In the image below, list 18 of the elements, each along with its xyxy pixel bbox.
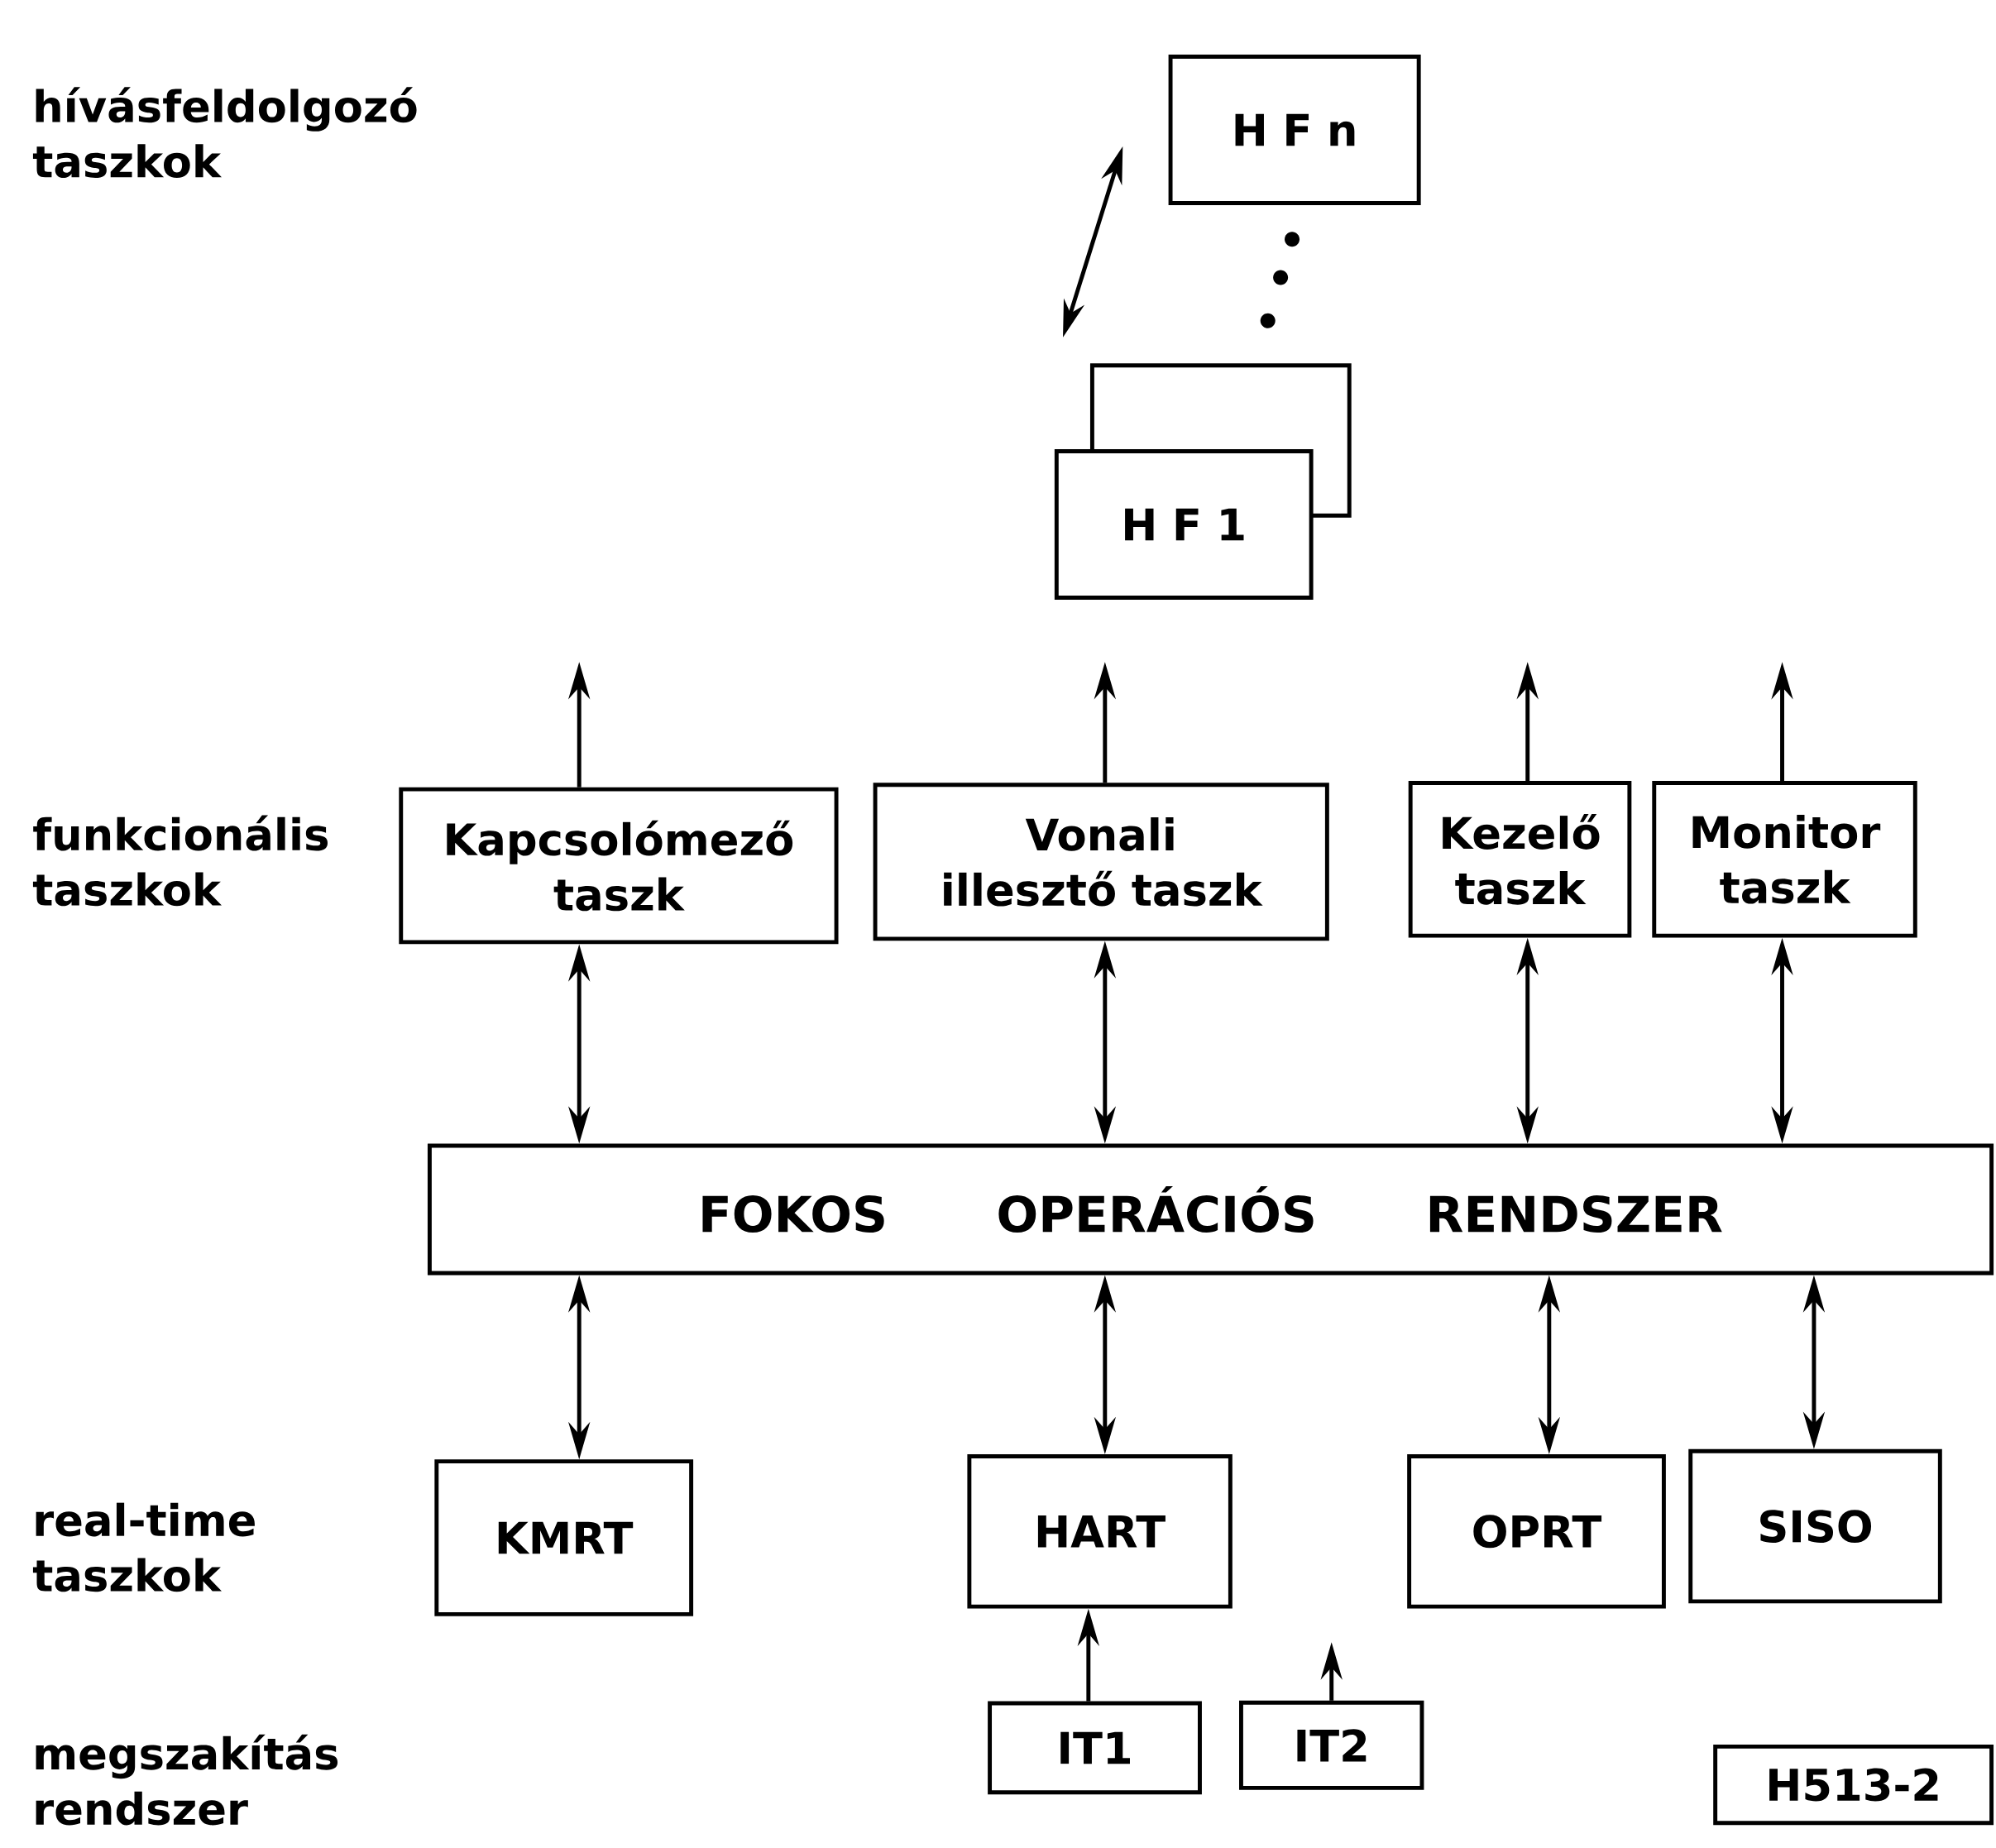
task-box: Vonali illesztő taszk bbox=[873, 783, 1329, 941]
task-box: KMRT bbox=[434, 1458, 694, 1616]
level-label: real-time taszkok bbox=[32, 1502, 255, 1592]
task-box: HART bbox=[967, 1453, 1233, 1609]
task-box: IT2 bbox=[1239, 1700, 1424, 1790]
figure-number-box: H513-2 bbox=[1713, 1744, 1994, 1825]
task-box: Kezelő taszk bbox=[1408, 780, 1632, 938]
task-box: SISO bbox=[1688, 1448, 1942, 1604]
task-box: IT1 bbox=[988, 1701, 1202, 1794]
level-label: megszakítás rendszer bbox=[36, 1734, 338, 1826]
system-bar: FOKOS OPERÁCIÓS RENDSZER bbox=[427, 1143, 1994, 1276]
task-box: Monitor taszk bbox=[1652, 780, 1917, 938]
stacked-task-box: H F 1 bbox=[1054, 363, 1352, 600]
task-box: Kapcsolómező taszk bbox=[399, 787, 839, 945]
task-box: H F n bbox=[1168, 54, 1421, 205]
task-box: OPRT bbox=[1407, 1453, 1666, 1609]
level-label: funkcionális taszkok bbox=[32, 815, 328, 907]
level-label: hívásfeldolgozó taszkok bbox=[32, 87, 417, 178]
